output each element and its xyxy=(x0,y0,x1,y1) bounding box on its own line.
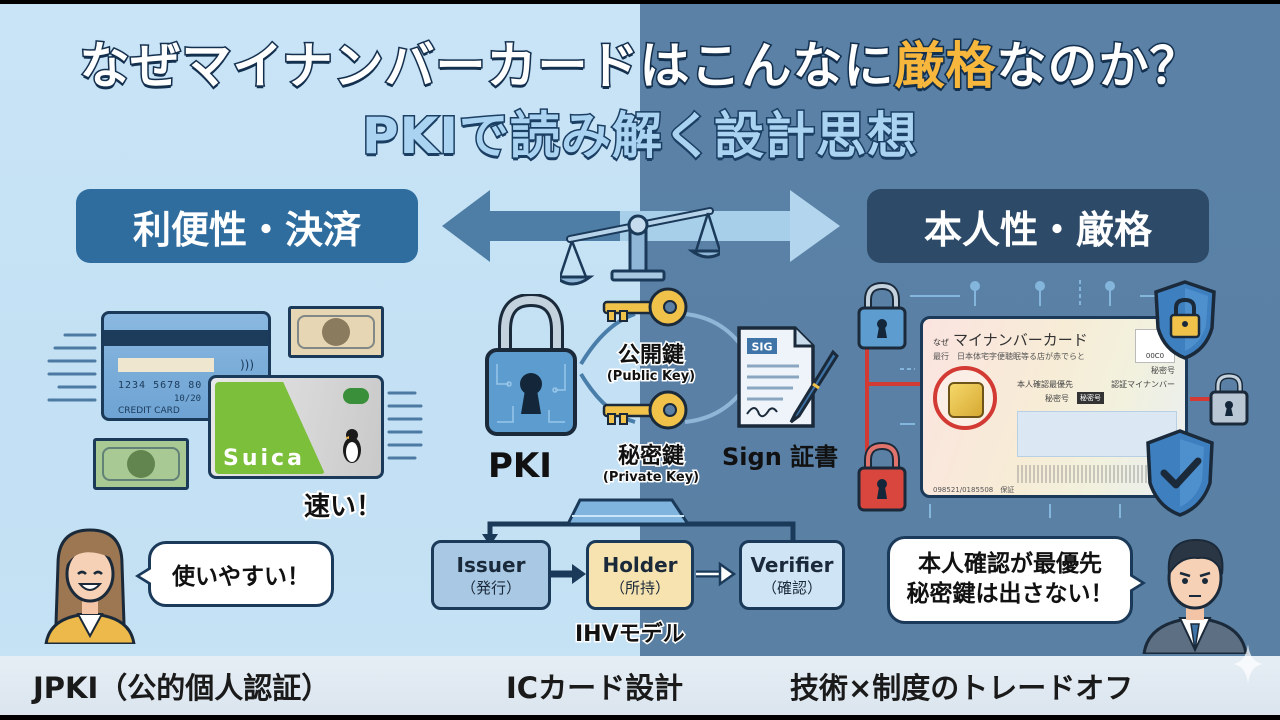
sig-badge: SIG xyxy=(751,341,772,354)
chip-highlight-ring xyxy=(933,366,997,430)
ihv-holder-box: Holder （所持） xyxy=(586,540,694,610)
balance-scale-icon xyxy=(560,207,720,286)
card-address-line: 最行 日本体宅字便聴眠等る店が赤でらと xyxy=(933,352,1085,361)
public-key-label: 公開鍵 (Public Key) xyxy=(586,337,716,386)
red-padlock-icon xyxy=(857,442,907,512)
ihv-flow-connectors xyxy=(482,498,796,587)
ihv-model-label: IHVモデル xyxy=(574,621,687,649)
speech-text-line-1: 本人確認が最優先 xyxy=(918,551,1102,578)
card-secret-badge: 秘密号 xyxy=(1077,392,1104,404)
card-right-label-2: 認証マイナンバー xyxy=(1111,380,1175,389)
shield-check-icon xyxy=(1146,429,1214,517)
penguin-icon xyxy=(343,429,361,463)
section-label-identity: 本人性・厳格 xyxy=(867,189,1209,263)
banknote-tan xyxy=(288,306,384,358)
sign-certificate-label: Sign 証書 xyxy=(722,443,839,471)
speed-lines-left xyxy=(47,333,97,402)
woman-avatar xyxy=(44,528,136,644)
verifier-label: Verifier xyxy=(750,552,834,577)
private-key-label: 秘密鍵 (Private Key) xyxy=(586,438,716,487)
title-line-2: PKIで読み解く設計思想 xyxy=(361,106,919,167)
ihv-issuer-box: Issuer （発行） xyxy=(431,540,551,610)
title-text-pre: なぜマイナンバーカードはこんなに xyxy=(78,36,895,97)
issuer-label-jp: （発行） xyxy=(460,578,521,597)
section-label-convenience: 利便性・決済 xyxy=(76,189,418,263)
card-reader-icon xyxy=(565,498,691,526)
gray-padlock-icon xyxy=(1209,372,1249,426)
sparkle-icon xyxy=(1233,644,1263,684)
card-serial: 098521/0185508 保証 xyxy=(933,486,1015,494)
my-number-card: なぜマイナンバーカード 最行 日本体宅字便聴眠等る店が赤でらと 00C0 秘密号… xyxy=(920,316,1188,498)
suica-logo-text: Suica xyxy=(223,446,305,471)
private-key-label-jp: 秘密鍵 xyxy=(616,443,685,471)
arrow-right-head xyxy=(790,190,840,262)
issuer-label: Issuer xyxy=(456,552,526,577)
title-highlight: 厳格 xyxy=(893,36,997,97)
signature-strip xyxy=(118,358,214,372)
card-secret-label: 秘密号 xyxy=(1045,394,1069,403)
verifier-label-jp: （確認） xyxy=(761,578,822,597)
holder-label-jp: （所持） xyxy=(609,578,670,597)
private-key-label-en: (Private Key) xyxy=(601,469,700,487)
nfc-icon: ))) xyxy=(239,358,254,372)
speech-bubble-easy: 使いやすい！ xyxy=(135,541,334,607)
public-key-label-en: (Public Key) xyxy=(605,368,696,386)
speech-text-line-2: 秘密鍵は出さない！ xyxy=(906,581,1114,607)
holder-label: Holder xyxy=(602,552,678,577)
footer-keywords-bar: JPKI（公的個人認証） ICカード設計 技術×制度のトレードオフ xyxy=(0,656,1280,715)
card-expiry: 10/20 xyxy=(174,394,202,404)
callout-fast: 速い！ xyxy=(302,490,384,524)
card-number: 1234 5678 80 xyxy=(118,380,203,391)
title-text-post: なのか？ xyxy=(995,36,1201,97)
blue-padlock-icon xyxy=(857,282,907,350)
suica-card: Suica xyxy=(208,375,384,479)
magnetic-stripe xyxy=(104,330,268,346)
shield-lock-icon xyxy=(1154,280,1216,360)
public-key-label-jp: 公開鍵 xyxy=(616,342,685,370)
ihv-verifier-box: Verifier （確認） xyxy=(739,540,845,610)
pki-label: PKI xyxy=(488,446,552,486)
signed-document-icon: SIG xyxy=(737,326,839,428)
ic-logo-icon xyxy=(343,388,369,404)
public-key-icon xyxy=(602,287,688,327)
card-type-label: CREDIT CARD xyxy=(118,406,180,416)
man-avatar xyxy=(1142,538,1248,654)
footer-keyword-tradeoff: 技術×制度のトレードオフ xyxy=(790,670,1134,705)
thumbnail-canvas: なぜマイナンバーカードはこんなに厳格なのか？ PKIで読み解く設計思想 利便性・… xyxy=(0,4,1280,715)
card-title: なぜマイナンバーカード xyxy=(933,331,1088,349)
card-fine-print xyxy=(1017,465,1167,483)
banknote-green xyxy=(93,438,189,490)
speech-bubble-identity: 本人確認が最優先 秘密鍵は出さない！ xyxy=(887,536,1146,624)
card-right-label-1: 秘密号 xyxy=(1151,366,1175,375)
ic-chip-icon xyxy=(948,382,984,418)
footer-keyword-ic-card: ICカード設計 xyxy=(506,670,684,705)
footer-keyword-jpki: JPKI（公的個人認証） xyxy=(33,670,331,705)
speed-lines-right xyxy=(387,391,423,460)
title-line-1: なぜマイナンバーカードはこんなに厳格なのか？ xyxy=(0,26,1280,98)
card-identity-priority: 本人確認最優先 xyxy=(1017,380,1073,389)
speech-text-easy: 使いやすい！ xyxy=(172,564,310,590)
pki-padlock-icon xyxy=(485,294,577,436)
private-key-icon xyxy=(602,390,688,430)
